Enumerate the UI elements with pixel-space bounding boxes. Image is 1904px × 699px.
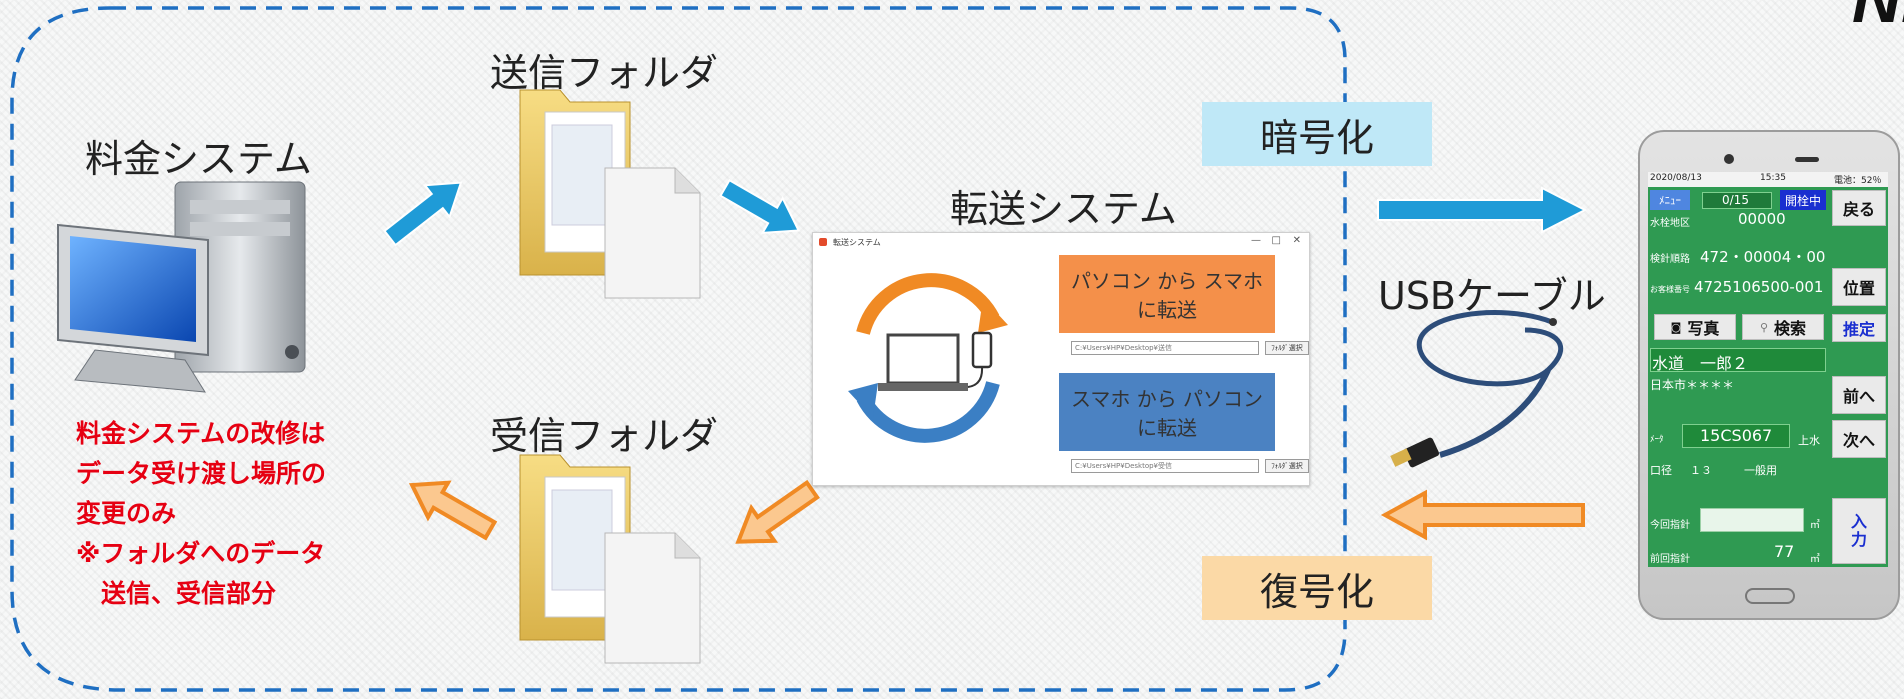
status-badge: 開栓中 (1780, 190, 1826, 210)
phone-speaker (1795, 157, 1819, 162)
pc-icon (57, 181, 306, 393)
route-label: 検針順路 (1650, 254, 1690, 265)
usb-cable-icon (1390, 310, 1564, 468)
previous-reading-label: 前回指針 (1650, 554, 1690, 565)
search-icon: ⚲ (1759, 320, 1769, 334)
phone-home-button[interactable] (1745, 588, 1795, 604)
prev-button[interactable]: 前へ (1832, 376, 1886, 414)
photo-button[interactable]: ◙ 写真 (1654, 314, 1736, 340)
modification-note: 料金システムの改修は データ受け渡し場所の 変更のみ ※フォルダへのデータ 送信… (76, 414, 326, 614)
close-icon[interactable]: ✕ (1292, 235, 1301, 246)
encrypt-label: 暗号化 (1202, 102, 1432, 166)
arrow-transfer-to-receive-folder (735, 479, 820, 544)
arrow-send-folder-to-transfer (719, 178, 801, 234)
meter-type: 上水 (1798, 434, 1820, 447)
logo-mark: NDA (1852, 0, 1904, 37)
arrow-from-phone (1380, 489, 1585, 541)
arrow-to-phone (1377, 186, 1588, 234)
note-line: データ受け渡し場所の (76, 459, 327, 488)
note-line: 変更のみ (76, 499, 177, 528)
photo-button-label: 写真 (1687, 319, 1720, 338)
system-boundary (10, 6, 1347, 692)
route-value: 472・00004・00 (1700, 248, 1826, 266)
input-button[interactable]: 入 力 (1832, 498, 1886, 564)
search-button-label: 検索 (1774, 319, 1807, 338)
meter-label: ﾒｰﾀ (1650, 435, 1664, 445)
maximize-icon[interactable]: □ (1271, 235, 1281, 246)
note-line: ※フォルダへのデータ (76, 539, 326, 568)
use-type: 一般用 (1744, 464, 1777, 477)
previous-reading-value: 77 (1774, 542, 1795, 561)
window-title: 転送システム (833, 238, 881, 247)
progress-text: 0/15 (1722, 193, 1749, 207)
send-folder-browse-button[interactable]: ﾌｫﾙﾀﾞ選択 (1265, 341, 1309, 355)
progress-box (1702, 192, 1772, 209)
customer-label: お客様番号 (1650, 285, 1690, 294)
current-reading-label: 今回指針 (1650, 520, 1690, 531)
customer-number: 4725106500-001 (1694, 278, 1824, 296)
district-value: 00000 (1738, 210, 1786, 228)
camera-icon: ◙ (1670, 320, 1682, 334)
billing-system-label: 料金システム (85, 137, 312, 181)
pc-to-phone-button[interactable]: パソコン から スマホ に転送 (1059, 255, 1275, 333)
unit-cubic-meter: ㎥ (1810, 520, 1820, 531)
phone-to-pc-button[interactable]: スマホ から パソコン に転送 (1059, 373, 1275, 451)
meter-value-box (1682, 424, 1790, 448)
receive-folder-icon (519, 454, 701, 664)
address-text: 日本市＊＊＊＊ (1650, 378, 1735, 392)
transfer-system-window: 転送システム — □ ✕ パソコン から スマホ に転送 ﾌｫﾙﾀﾞ選択 スマホ… (812, 232, 1310, 486)
meter-app-screen: 2020/08/13 15:35 電池：52％ ﾒﾆｭｰ 0/15 開栓中 戻る… (1648, 172, 1888, 567)
phone-camera (1724, 154, 1734, 164)
current-reading-input[interactable] (1700, 508, 1804, 532)
customer-name: 水道 一郎２ (1652, 354, 1749, 373)
search-button[interactable]: ⚲ 検索 (1742, 314, 1824, 340)
estimate-button[interactable]: 推定 (1832, 314, 1886, 342)
caliber-label: 口径 (1650, 464, 1672, 477)
status-bar: 2020/08/13 15:35 電池：52％ (1648, 172, 1888, 187)
district-label: 水栓地区 (1650, 218, 1690, 229)
send-folder-label: 送信フォルダ (490, 51, 719, 95)
back-button[interactable]: 戻る (1832, 190, 1886, 226)
arrow-pc-to-send-folder (383, 181, 463, 247)
time-text: 15:35 (1760, 173, 1786, 183)
app-icon (819, 238, 827, 246)
sync-laptop-icon (848, 273, 1008, 443)
note-line: 料金システムの改修は (76, 419, 326, 448)
customer-name-box (1650, 348, 1826, 372)
decrypt-label: 復号化 (1202, 556, 1432, 620)
arrow-receive-folder-to-pc (408, 480, 498, 541)
caliber-value: １３ (1690, 464, 1712, 477)
send-folder-icon (519, 89, 701, 299)
date-text: 2020/08/13 (1650, 173, 1702, 183)
position-button[interactable]: 位置 (1832, 268, 1886, 306)
unit-cubic-meter: ㎥ (1810, 554, 1820, 565)
menu-button[interactable]: ﾒﾆｭｰ (1650, 190, 1690, 210)
transfer-system-label: 転送システム (950, 187, 1177, 231)
next-button[interactable]: 次へ (1832, 420, 1886, 458)
minimize-icon[interactable]: — (1251, 235, 1261, 246)
battery-text: 電池：52％ (1834, 176, 1882, 186)
send-path-field[interactable] (1071, 341, 1259, 355)
receive-path-field[interactable] (1071, 459, 1259, 473)
meter-number: 15CS067 (1700, 426, 1773, 445)
note-line: 送信、受信部分 (76, 579, 277, 608)
receive-folder-label: 受信フォルダ (490, 414, 719, 458)
usb-cable-label: USBケーブル (1378, 274, 1606, 318)
receive-folder-browse-button[interactable]: ﾌｫﾙﾀﾞ選択 (1265, 459, 1309, 473)
